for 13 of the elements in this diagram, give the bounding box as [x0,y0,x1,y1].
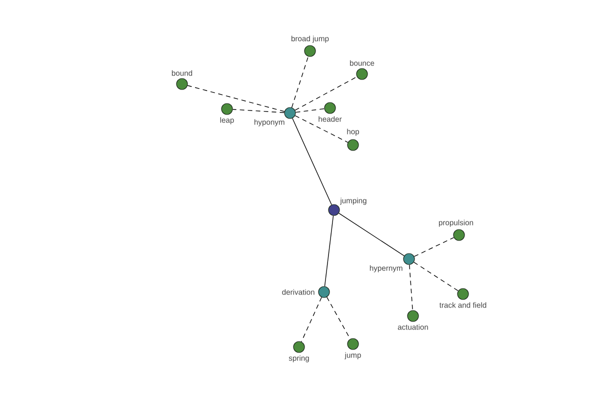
connector-line [324,215,334,287]
connector-line [232,109,285,113]
connector-line [291,56,309,108]
connector-line [295,108,325,113]
connector-line [187,85,285,112]
connector-line [409,264,413,311]
connector-line [338,212,404,256]
connector-line [414,262,458,292]
connector-line [414,237,454,257]
connector-line [292,118,332,206]
connector-line [301,296,322,342]
connector-line [294,76,358,111]
connector-line [294,115,348,143]
